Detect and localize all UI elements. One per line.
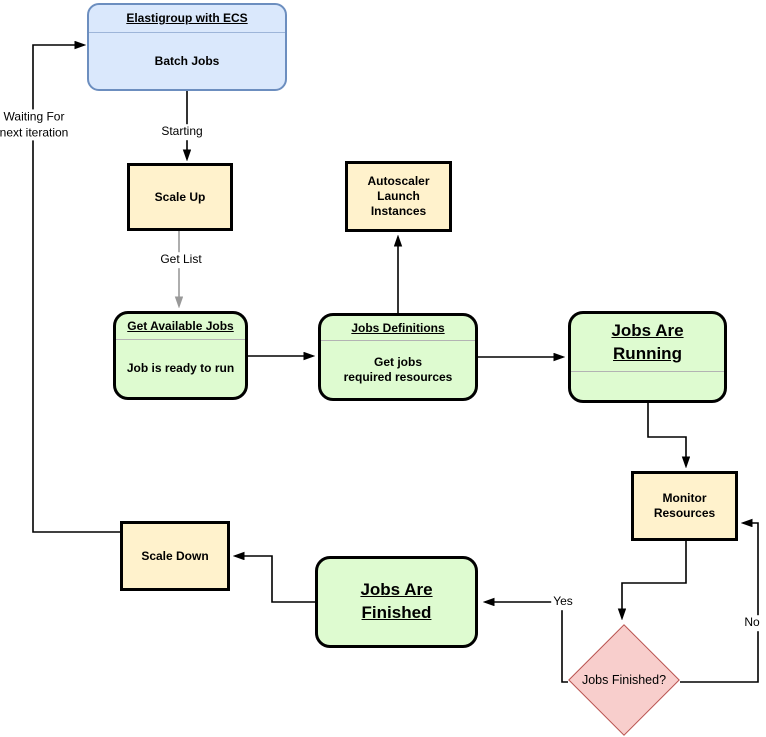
edge-label-no: No <box>742 615 762 631</box>
edge-scaledown-to-elastigroup <box>32 45 120 533</box>
edge-running-to-monitor <box>647 403 686 466</box>
edge-label-yes: Yes <box>551 594 575 610</box>
node-elastigroup-batch-jobs: Elastigroup with ECS Batch Jobs <box>87 3 287 91</box>
node-body-text: Job is ready to run <box>126 361 235 375</box>
node-monitor-resources: Monitor Resources <box>631 471 738 541</box>
node-body: Batch Jobs <box>89 33 285 89</box>
node-label: Scale Up <box>154 189 206 204</box>
node-label: Autoscaler Launch Instances <box>367 174 430 218</box>
node-body: Job is ready to run <box>116 340 245 397</box>
node-scale-down: Scale Down <box>120 521 230 591</box>
node-title: Get Available Jobs <box>127 319 234 333</box>
edge-decision-yes-to-finished <box>485 602 568 683</box>
node-title-bar: Elastigroup with ECS <box>89 5 285 33</box>
node-decision-jobs-finished: Jobs Finished? <box>568 624 680 736</box>
edge-finished-to-scaledown <box>235 556 315 603</box>
node-body: Get jobs required resources <box>321 341 475 398</box>
edge-monitor-to-decision <box>622 541 687 618</box>
node-title: Jobs Definitions <box>351 320 445 335</box>
node-title-bar: Jobs Are Running <box>571 314 724 372</box>
node-title: Elastigroup with ECS <box>126 11 248 25</box>
node-title-bar: Jobs Definitions <box>321 316 475 341</box>
edge-label-get-list: Get List <box>158 252 204 268</box>
node-jobs-definitions: Jobs Definitions Get jobs required resou… <box>318 313 478 401</box>
node-title: Jobs Are Running <box>611 320 684 363</box>
node-body-text: Get jobs required resources <box>343 354 453 384</box>
node-jobs-are-running: Jobs Are Running <box>568 311 727 403</box>
node-title-bar: Get Available Jobs <box>116 314 245 340</box>
node-label: Scale Down <box>141 548 209 563</box>
node-jobs-are-finished: Jobs Are Finished <box>315 556 478 648</box>
node-scale-up: Scale Up <box>127 163 233 231</box>
node-get-available-jobs: Get Available Jobs Job is ready to run <box>113 311 248 400</box>
node-body: Jobs Are Finished <box>318 559 475 645</box>
edge-label-starting: Starting <box>159 124 205 140</box>
edge-label-waiting: Waiting For next iteration <box>0 109 71 141</box>
node-title: Jobs Are Finished <box>360 580 433 622</box>
edge-decision-no-to-monitor <box>680 523 759 683</box>
node-body <box>571 372 724 400</box>
node-body-text: Batch Jobs <box>154 53 220 68</box>
node-autoscaler-launch-instances: Autoscaler Launch Instances <box>345 161 452 232</box>
decision-label: Jobs Finished? <box>581 673 667 687</box>
node-label: Monitor Resources <box>653 491 716 520</box>
